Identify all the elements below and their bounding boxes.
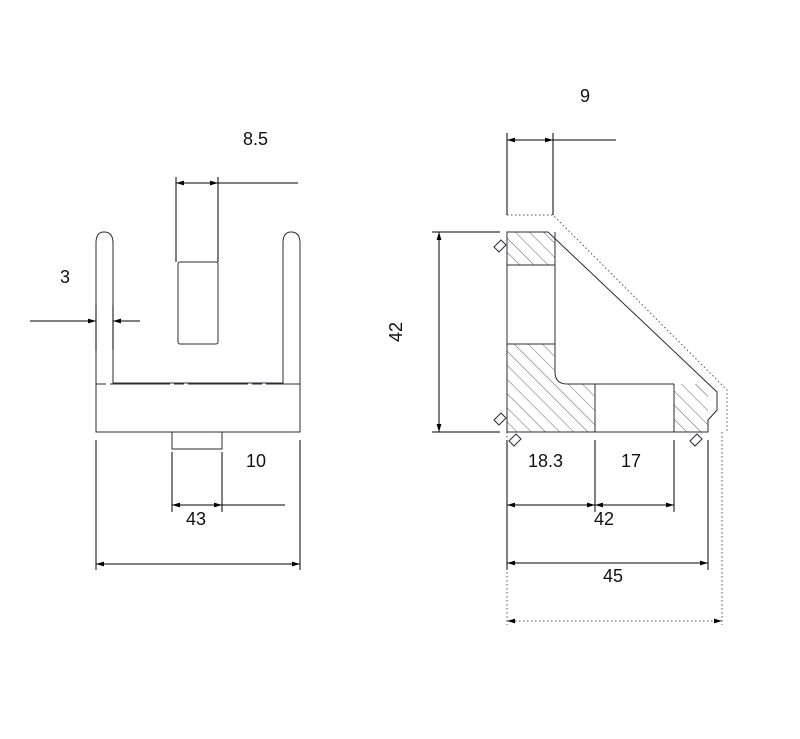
dim-tab-width: 43 10 [171, 451, 285, 529]
dim-label-top-offset: 9 [580, 86, 590, 106]
dim-label-slot-width: 8.5 [243, 129, 268, 149]
dim-label-bottom-segment-2: 17 [621, 451, 641, 471]
front-view-body [95, 231, 301, 433]
dim-height: 42 [386, 231, 500, 433]
dim-label-wall-thickness: 3 [60, 267, 70, 287]
dim-front-overall-width [95, 440, 301, 570]
side-view-tabs [493, 239, 703, 447]
side-view-outer-outline [507, 214, 728, 432]
dim-label-tab-width-right: 10 [246, 451, 266, 471]
front-view-slot [177, 261, 219, 345]
side-view-body [506, 231, 718, 433]
side-view-inner-edge [554, 232, 674, 385]
side-view-hatch-corner [507, 344, 595, 432]
front-view-tab [171, 431, 223, 450]
dim-wall-thickness: 3 [30, 267, 140, 350]
dim-label-bottom-total-outer: 45 [603, 566, 623, 586]
side-view: 9 42 18.3 17 42 45 [386, 86, 728, 625]
dim-label-tab-width-left: 43 [186, 509, 206, 529]
dim-label-bottom-segment-1: 18.3 [528, 451, 563, 471]
dim-label-bottom-total-inner: 42 [594, 509, 614, 529]
dim-label-height: 42 [386, 322, 406, 342]
dim-slot-width: 8.5 [175, 129, 298, 262]
dim-bottom-segments: 18.3 17 42 45 [506, 440, 722, 624]
side-view-hatch-top [507, 232, 555, 265]
dim-top-offset: 9 [506, 86, 616, 215]
front-view: 8.5 3 43 10 [30, 129, 301, 570]
side-view-hatch-right [674, 384, 708, 432]
